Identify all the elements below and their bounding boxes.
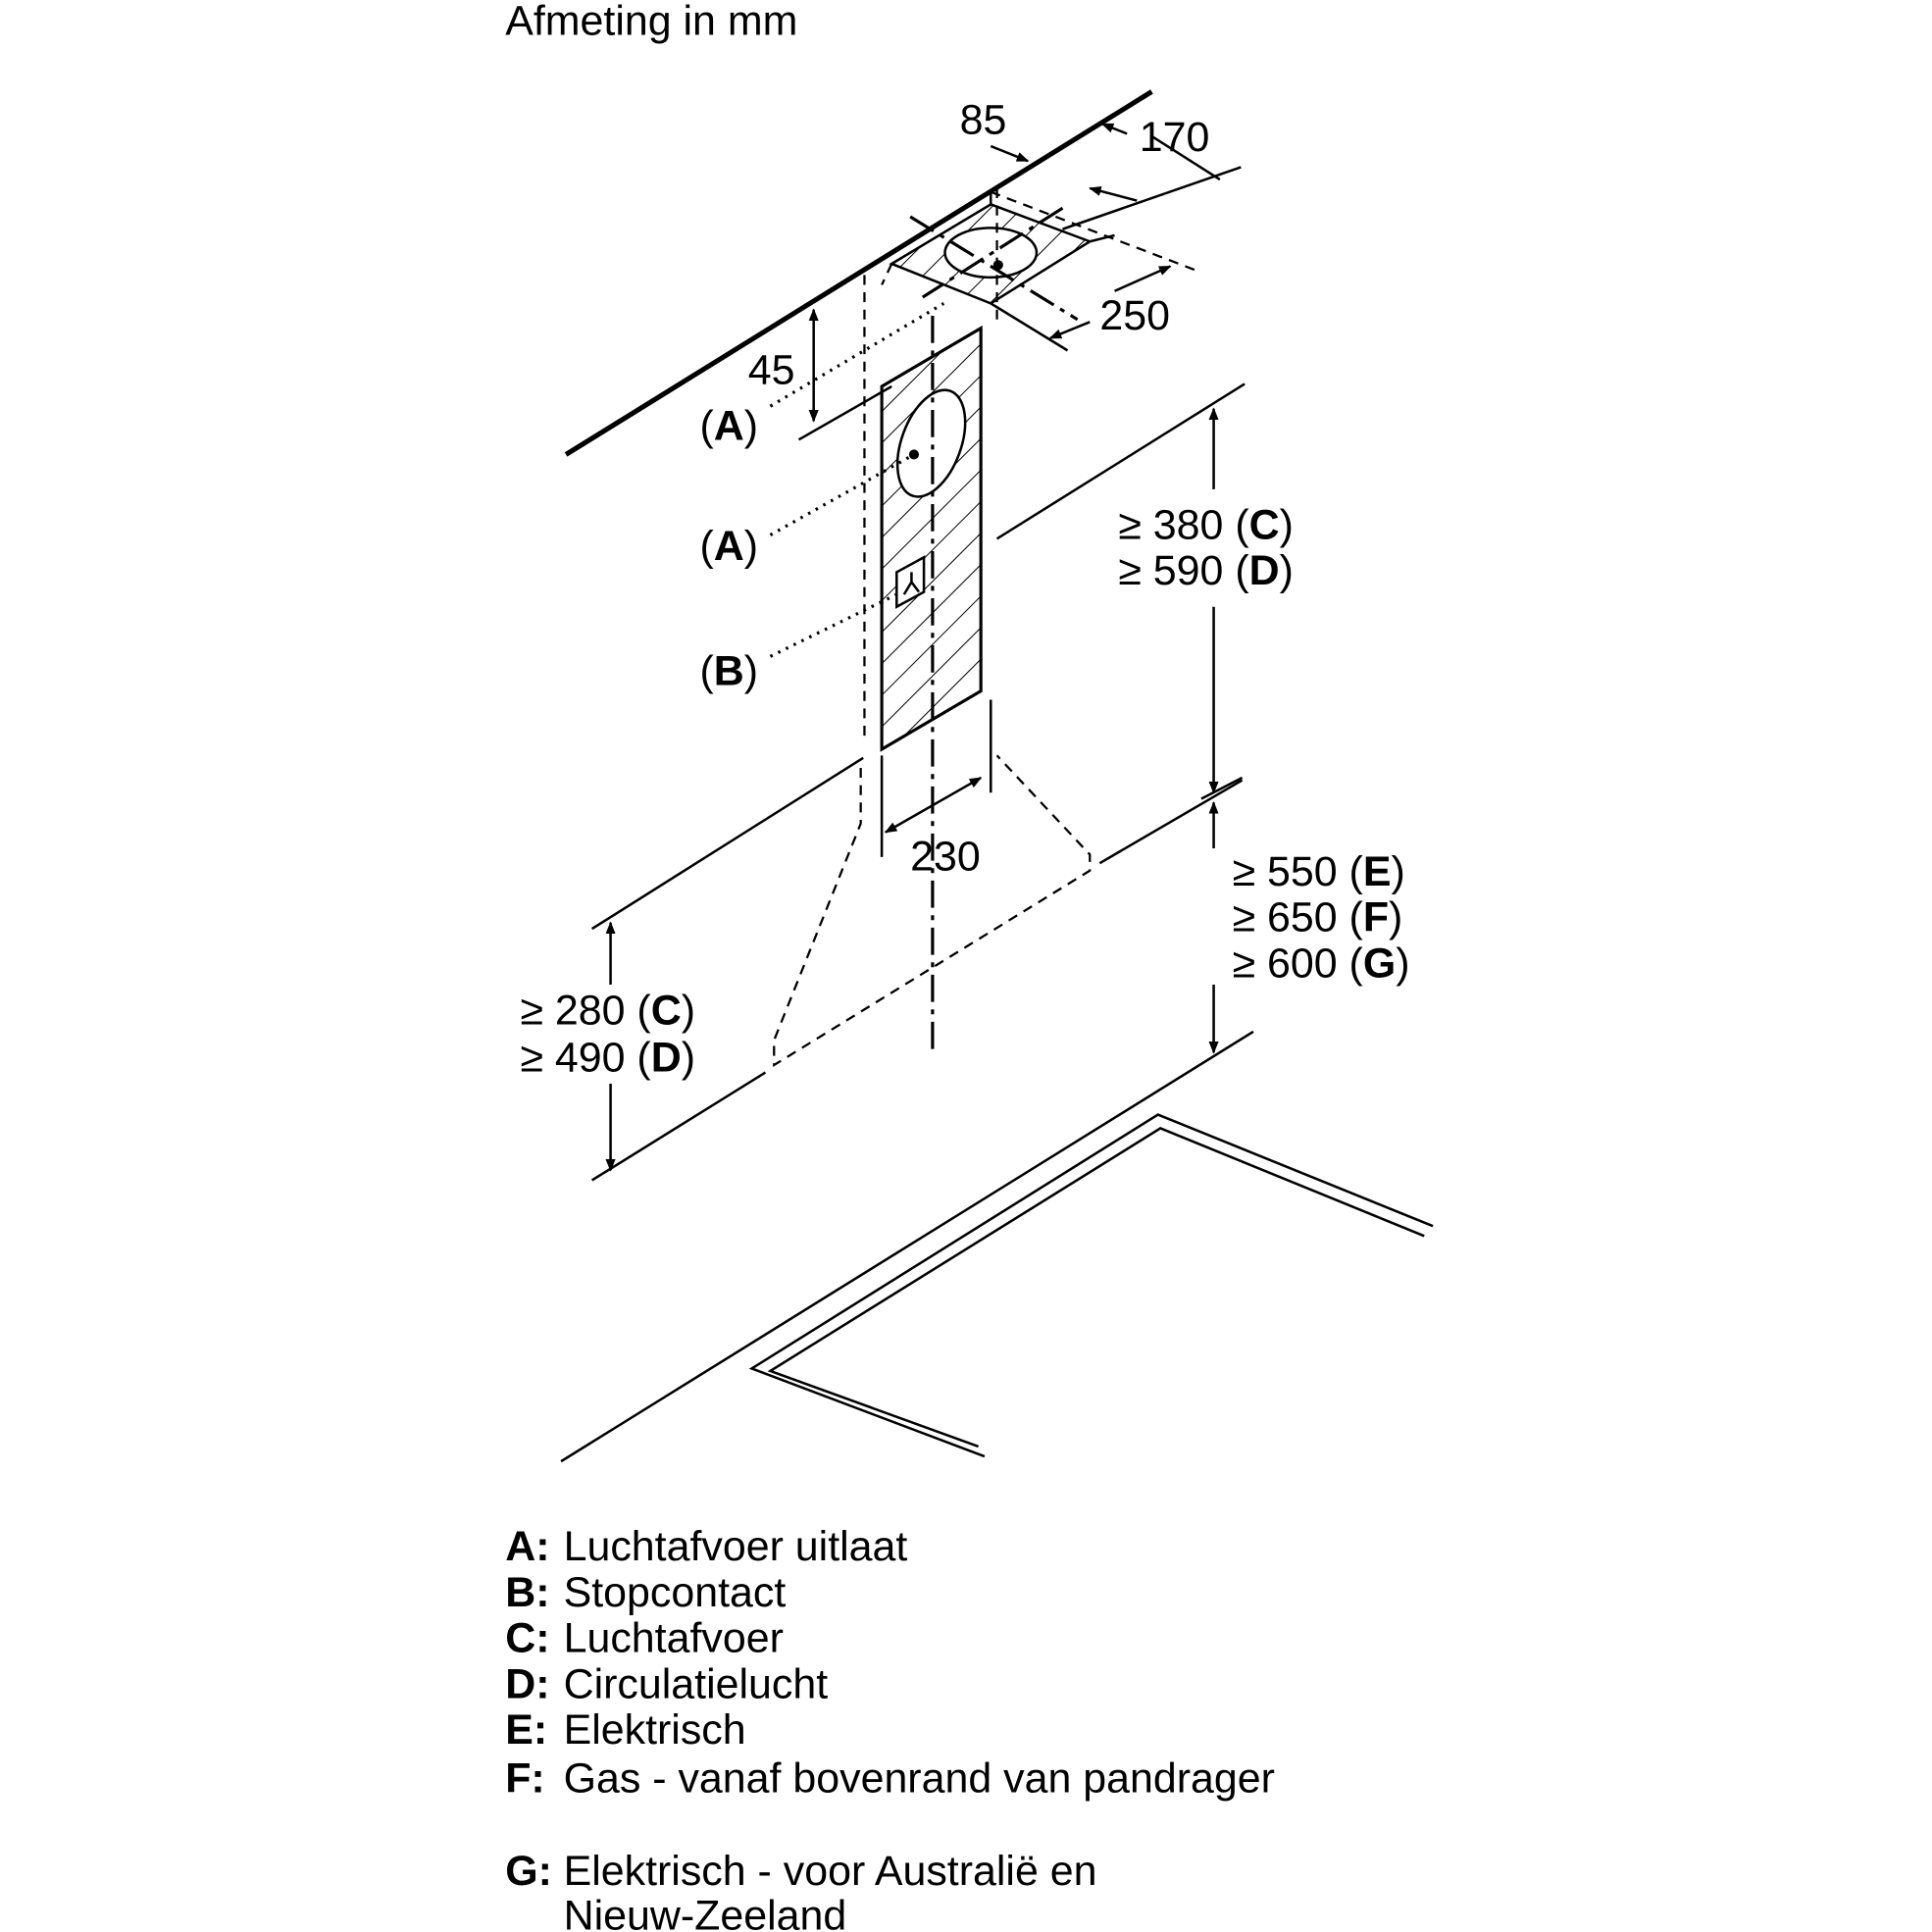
legend-item-b: B:Stopcontact [505,1569,786,1616]
page-title: Afmeting in mm [505,0,797,44]
wall-duct-dot [908,449,920,460]
extension-line [1062,166,1242,230]
dim-250: 250 [1099,292,1170,339]
dim-230-line [884,776,983,834]
dim-490-d: ≥ 490 (D) [520,1034,695,1081]
dim-280-c: ≥ 280 (C) [520,987,695,1034]
ceiling-centerline [909,215,1079,322]
callout-b-socket: (B) [699,647,758,694]
dim-600-g: ≥ 600 (G) [1233,940,1410,987]
legend-item-g-cont: Nieuw-Zeeland [564,1892,847,1932]
legend-item-d: D:Circulatielucht [505,1660,828,1707]
dim-85: 85 [960,96,1007,143]
legend: A:Luchtafvoer uitlaat B:Stopcontact C:Lu… [505,1523,1275,1932]
dim-45: 45 [748,346,795,393]
dim-170: 170 [1140,114,1210,161]
dim-380-c: ≥ 380 (C) [1118,501,1294,548]
legend-item-f: F:Gas - vanaf bovenrand van pandrager [505,1754,1275,1802]
dim-550-e: ≥ 550 (E) [1233,848,1405,895]
wall-duct-opening [895,388,967,498]
ceiling-centerline [921,206,1064,299]
legend-item-c: C:Luchtafvoer [505,1615,784,1662]
callout-a-ceiling: (A) [699,402,758,449]
callout-a-wall: (A) [699,523,758,570]
socket-plug-icon [902,572,921,595]
legend-item-e: E:Elektrisch [505,1706,745,1754]
dim-170-arrow [1100,123,1128,135]
dim-650-f: ≥ 650 (F) [1233,894,1403,941]
legend-item-g: G:Elektrisch - voor Australië en [505,1848,1096,1895]
dim-230: 230 [910,834,981,881]
ceiling-line [564,89,1153,457]
extension-line [995,382,1246,540]
legend-item-a: A:Luchtafvoer uitlaat [505,1523,907,1570]
hood-outline [773,754,1092,1068]
hob-outline [560,1030,1434,1463]
dim-85-arrow [990,144,1030,163]
dim-590-d: ≥ 590 (D) [1118,547,1294,594]
